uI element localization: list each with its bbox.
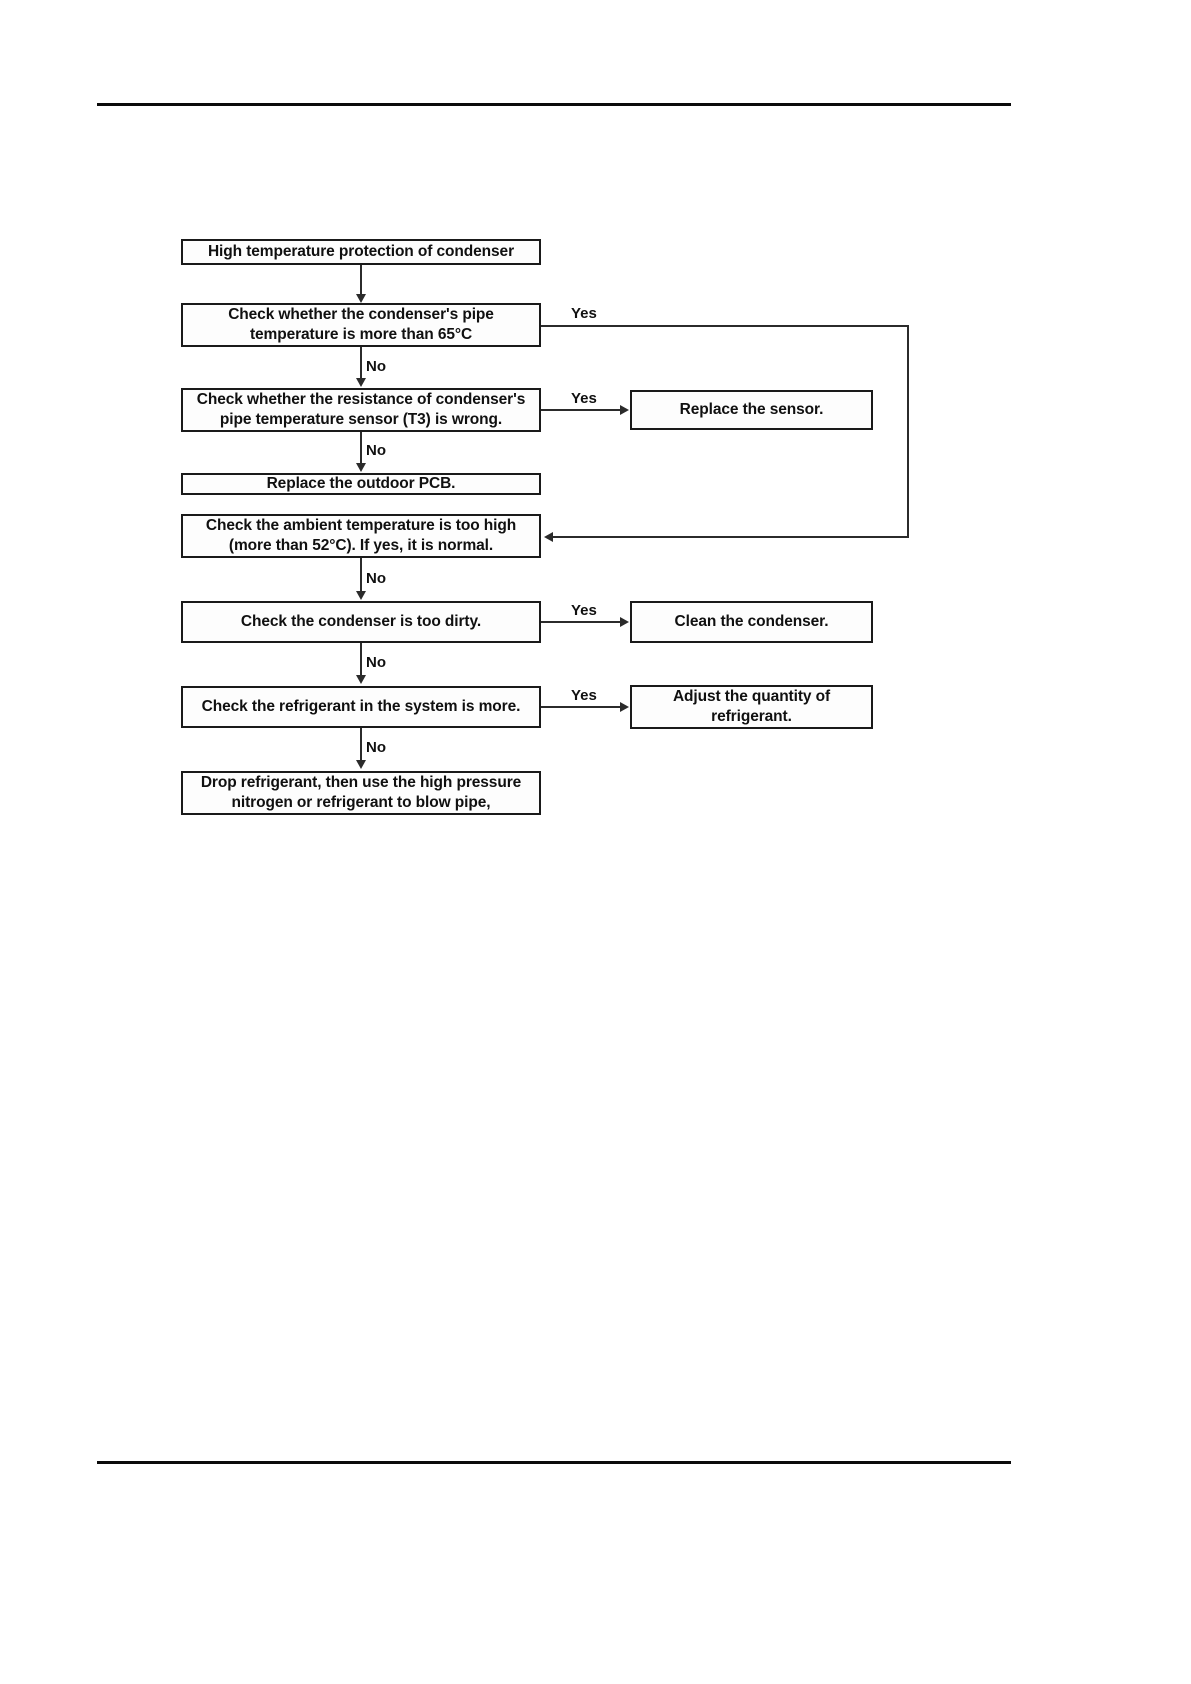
edge-n2-yes-vertical (907, 325, 909, 538)
node-line: Clean the condenser. (674, 613, 829, 631)
node-adjust-refrigerant-quantity: Adjust the quantity of refrigerant. (630, 685, 873, 729)
edge-n3-n4 (360, 432, 362, 466)
arrowhead-n5-n6 (356, 591, 366, 600)
arrowhead-n3-r1 (620, 405, 629, 415)
node-check-refrigerant-quantity: Check the refrigerant in the system is m… (181, 686, 541, 728)
node-line: Adjust the quantity of (672, 688, 831, 706)
node-line: Replace the sensor. (679, 401, 824, 419)
arrowhead-n7-n8 (356, 760, 366, 769)
node-line: Check whether the condenser's pipe (228, 306, 494, 324)
edge-n6-n7 (360, 643, 362, 678)
edge-label-no-n7: No (366, 739, 386, 756)
arrowhead-n2-n3 (356, 378, 366, 387)
node-check-sensor-resistance: Check whether the resistance of condense… (181, 388, 541, 432)
page-header-rule (97, 103, 1011, 106)
node-line: temperature is more than 65°C (249, 326, 473, 343)
edge-label-no-n6: No (366, 654, 386, 671)
node-check-condenser-dirty: Check the condenser is too dirty. (181, 601, 541, 643)
arrowhead-n7-r3 (620, 702, 629, 712)
node-line: Replace the outdoor PCB. (266, 475, 456, 493)
edge-n7-r3 (541, 706, 621, 708)
edge-n3-r1 (541, 409, 621, 411)
node-check-condenser-pipe-temperature: Check whether the condenser's pipe tempe… (181, 303, 541, 347)
arrowhead-n3-n4 (356, 463, 366, 472)
node-clean-the-condenser: Clean the condenser. (630, 601, 873, 643)
edge-label-no-n3: No (366, 442, 386, 459)
node-line: Check the refrigerant in the system is m… (201, 698, 521, 716)
edge-label-yes-n7: Yes (571, 687, 597, 704)
edge-n5-n6 (360, 558, 362, 594)
node-line: nitrogen or refrigerant to blow pipe, (231, 794, 491, 811)
edge-label-no-n5: No (366, 570, 386, 587)
node-line: Check whether the resistance of condense… (196, 391, 526, 409)
arrowhead-n6-r2 (620, 617, 629, 627)
edge-n1-n2 (360, 265, 362, 298)
node-replace-the-sensor: Replace the sensor. (630, 390, 873, 430)
edge-label-yes-n6: Yes (571, 602, 597, 619)
edge-label-no-n2: No (366, 358, 386, 375)
node-high-temperature-protection: High temperature protection of condenser (181, 239, 541, 265)
node-drop-refrigerant-blow-pipe: Drop refrigerant, then use the high pres… (181, 771, 541, 815)
node-line: (more than 52°C). If yes, it is normal. (228, 537, 494, 554)
edge-n2-yes-return (553, 536, 909, 538)
node-line: pipe temperature sensor (T3) is wrong. (219, 411, 503, 428)
node-line: refrigerant. (711, 708, 792, 725)
edge-n2-n3 (360, 347, 362, 381)
node-line: Drop refrigerant, then use the high pres… (200, 774, 522, 792)
arrowhead-n1-n2 (356, 294, 366, 303)
edge-n6-r2 (541, 621, 621, 623)
page-footer-rule (97, 1461, 1011, 1464)
node-line: High temperature protection of condenser (207, 243, 515, 261)
node-line: Check the ambient temperature is too hig… (205, 517, 517, 535)
node-check-ambient-temperature: Check the ambient temperature is too hig… (181, 514, 541, 558)
edge-label-yes-n3: Yes (571, 390, 597, 407)
node-line: Check the condenser is too dirty. (240, 613, 482, 631)
node-replace-outdoor-pcb: Replace the outdoor PCB. (181, 473, 541, 495)
arrowhead-n6-n7 (356, 675, 366, 684)
edge-n7-n8 (360, 728, 362, 763)
arrowhead-n2-yes-to-n5 (544, 532, 553, 542)
edge-label-yes-n2: Yes (571, 305, 597, 322)
edge-n2-yes-horizontal (541, 325, 909, 327)
